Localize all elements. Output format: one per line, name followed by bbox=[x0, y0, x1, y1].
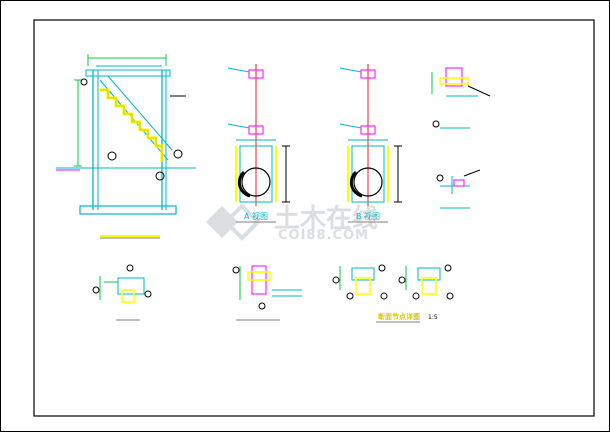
section-detail-scale: 1:5 bbox=[428, 314, 438, 321]
drawing-frame bbox=[33, 19, 595, 417]
view-a-label: A 视图 bbox=[244, 211, 268, 221]
bracket-detail-top-right bbox=[431, 67, 491, 129]
view-a-detail: A 视图 bbox=[227, 64, 290, 223]
view-b-detail: B 视图 bbox=[339, 64, 402, 223]
bottom-center-node-detail bbox=[232, 265, 302, 321]
view-b-label: B 视图 bbox=[356, 211, 380, 221]
angle-detail-right bbox=[436, 169, 481, 209]
section-detail-label: 断面节点详图 bbox=[378, 312, 420, 321]
section-detail-pair: 断面节点详图 1:5 bbox=[332, 264, 454, 323]
stair-elevation bbox=[56, 54, 196, 239]
bottom-left-node-detail bbox=[92, 264, 152, 321]
